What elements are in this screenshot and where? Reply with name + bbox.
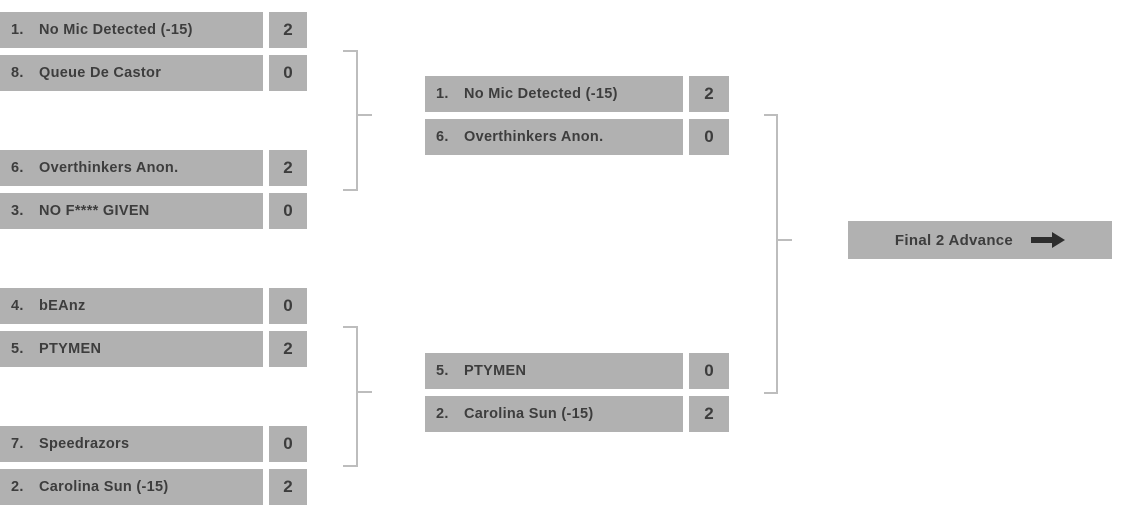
r1-m4-team2-row[interactable]: 2. Carolina Sun (-15) 2 — [0, 469, 307, 505]
team-bar: 5. PTYMEN — [425, 353, 683, 389]
team-bar: 1. No Mic Detected (-15) — [425, 76, 683, 112]
team-seed: 2. — [11, 479, 24, 495]
connector-line — [764, 114, 778, 116]
team-score: 2 — [269, 469, 307, 505]
team-name: Overthinkers Anon. — [464, 129, 604, 145]
team-bar: 3. NO F**** GIVEN — [0, 193, 263, 229]
team-seed: 6. — [436, 129, 449, 145]
team-seed: 8. — [11, 65, 24, 81]
team-name: Speedrazors — [39, 436, 130, 452]
team-score: 2 — [269, 12, 307, 48]
connector-line — [356, 391, 372, 393]
team-score: 0 — [269, 193, 307, 229]
team-score: 0 — [689, 353, 729, 389]
team-seed: 4. — [11, 298, 24, 314]
connector-line — [776, 239, 792, 241]
connector-line — [776, 114, 778, 394]
team-name: Carolina Sun (-15) — [39, 479, 169, 495]
r1-m1-team1-row[interactable]: 1. No Mic Detected (-15) 2 — [0, 12, 307, 48]
r1-m4-team1-row[interactable]: 7. Speedrazors 0 — [0, 426, 307, 462]
team-bar: 5. PTYMEN — [0, 331, 263, 367]
team-bar: 7. Speedrazors — [0, 426, 263, 462]
team-seed: 2. — [436, 406, 449, 422]
team-score: 0 — [269, 426, 307, 462]
team-seed: 5. — [436, 363, 449, 379]
team-name: PTYMEN — [39, 341, 102, 357]
team-seed: 5. — [11, 341, 24, 357]
team-name: No Mic Detected (-15) — [464, 86, 618, 102]
team-name: Carolina Sun (-15) — [464, 406, 594, 422]
team-score: 0 — [269, 288, 307, 324]
team-bar: 6. Overthinkers Anon. — [425, 119, 683, 155]
final-advance-banner: Final 2 Advance — [848, 221, 1112, 259]
team-score: 2 — [689, 396, 729, 432]
team-bar: 8. Queue De Castor — [0, 55, 263, 91]
connector-line — [343, 50, 357, 52]
r2-m1-team1-row[interactable]: 1. No Mic Detected (-15) 2 — [425, 76, 729, 112]
connector-line — [356, 50, 358, 191]
team-name: NO F**** GIVEN — [39, 203, 150, 219]
connector-line — [343, 189, 357, 191]
team-score: 2 — [269, 150, 307, 186]
team-name: Queue De Castor — [39, 65, 162, 81]
r1-m2-team1-row[interactable]: 6. Overthinkers Anon. 2 — [0, 150, 307, 186]
team-bar: 2. Carolina Sun (-15) — [425, 396, 683, 432]
team-name: bEAnz — [39, 298, 86, 314]
team-seed: 3. — [11, 203, 24, 219]
connector-line — [356, 114, 372, 116]
r2-m2-team2-row[interactable]: 2. Carolina Sun (-15) 2 — [425, 396, 729, 432]
team-name: Overthinkers Anon. — [39, 160, 179, 176]
team-name: PTYMEN — [464, 363, 527, 379]
final-advance-label: Final 2 Advance — [894, 231, 1014, 249]
team-score: 0 — [689, 119, 729, 155]
r1-m3-team1-row[interactable]: 4. bEAnz 0 — [0, 288, 307, 324]
team-bar: 2. Carolina Sun (-15) — [0, 469, 263, 505]
team-seed: 7. — [11, 436, 24, 452]
team-score: 2 — [689, 76, 729, 112]
connector-line — [764, 392, 778, 394]
r1-m1-team2-row[interactable]: 8. Queue De Castor 0 — [0, 55, 307, 91]
connector-line — [343, 465, 357, 467]
r2-m2-team1-row[interactable]: 5. PTYMEN 0 — [425, 353, 729, 389]
team-score: 2 — [269, 331, 307, 367]
team-seed: 1. — [436, 86, 449, 102]
team-seed: 6. — [11, 160, 24, 176]
team-seed: 1. — [11, 22, 24, 38]
right-arrow-icon — [1031, 232, 1066, 248]
r1-m3-team2-row[interactable]: 5. PTYMEN 2 — [0, 331, 307, 367]
team-bar: 6. Overthinkers Anon. — [0, 150, 263, 186]
team-bar: 4. bEAnz — [0, 288, 263, 324]
connector-line — [356, 326, 358, 467]
r2-m1-team2-row[interactable]: 6. Overthinkers Anon. 0 — [425, 119, 729, 155]
team-name: No Mic Detected (-15) — [39, 22, 193, 38]
connector-line — [343, 326, 357, 328]
team-bar: 1. No Mic Detected (-15) — [0, 12, 263, 48]
team-score: 0 — [269, 55, 307, 91]
r1-m2-team2-row[interactable]: 3. NO F**** GIVEN 0 — [0, 193, 307, 229]
